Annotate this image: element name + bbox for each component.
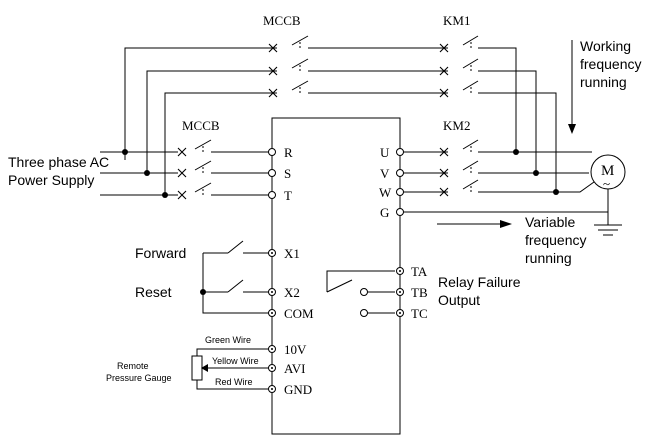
component-labels: MCCB KM1 MCCB KM2 R S T X1 X2 COM 10V AV…	[182, 13, 614, 397]
mccb-left-blade-1	[194, 139, 212, 150]
red-wire-label: Red Wire	[215, 377, 253, 387]
description-labels: Three phase AC Power Supply Working freq…	[8, 38, 641, 308]
terminal-v-label: V	[380, 166, 390, 181]
remote-gauge-label-2: Pressure Gauge	[106, 373, 172, 383]
terminal-s-label: S	[284, 166, 291, 181]
km1-out-1	[478, 47, 517, 152]
variable-arrow-head	[500, 220, 512, 228]
terminal-gnd-label: GND	[284, 382, 312, 397]
mccb-top-blade-1	[291, 35, 309, 46]
bypass-wire-r	[124, 47, 277, 160]
mccb-top-blade-2	[291, 58, 309, 69]
terminal-u-label: U	[380, 145, 390, 160]
terminal-tc-label: TC	[411, 306, 428, 321]
km1-blade-2	[462, 58, 479, 69]
x-marks	[177, 43, 449, 200]
bypass-wire-t	[164, 92, 277, 195]
yellow-arrow-head	[201, 364, 208, 372]
working-label-2: frequency	[580, 56, 641, 72]
forward-label: Forward	[135, 245, 186, 261]
km1-blade-1	[462, 35, 479, 46]
terminal-g-label: G	[380, 205, 389, 220]
arrow-heads	[201, 124, 576, 372]
km1-label: KM1	[443, 13, 470, 28]
terminal-10v-label: 10V	[284, 342, 307, 357]
terminal-tb-label: TB	[411, 285, 428, 300]
terminal-com-label: COM	[284, 306, 314, 321]
power-supply-line2: Power Supply	[8, 172, 94, 188]
green-wire-label: Green Wire	[205, 335, 251, 345]
potentiometer	[191, 355, 203, 381]
motor-ac-symbol: ~	[603, 176, 610, 191]
terminal-ta-label: TA	[411, 264, 428, 279]
working-arrow-head	[568, 124, 576, 134]
relay-ta-wire	[326, 270, 395, 292]
relay-contact	[326, 279, 353, 293]
terminal-x2-label: X2	[284, 285, 300, 300]
junction-dots	[122, 149, 559, 295]
mccb-left-blade-3	[194, 182, 212, 193]
km1-out-3	[478, 92, 557, 190]
mccb-top-label: MCCB	[263, 13, 301, 28]
variable-label-3: running	[525, 250, 572, 266]
ground-symbol	[594, 224, 622, 236]
relay-label-1: Relay Failure	[438, 274, 521, 290]
reset-label: Reset	[135, 284, 172, 300]
terminal-centers	[271, 252, 401, 390]
remote-gauge-label-1: Remote	[117, 361, 149, 371]
forward-switch	[227, 240, 244, 254]
working-label-1: Working	[580, 38, 631, 54]
red-wire	[196, 380, 269, 390]
green-wire	[196, 348, 269, 356]
relay-label-2: Output	[438, 292, 480, 308]
power-supply-line1: Three phase AC	[8, 154, 109, 170]
km1-out-2	[478, 70, 537, 173]
reset-switch	[227, 279, 244, 293]
variable-label-1: Variable	[525, 214, 576, 230]
terminal-t-label: T	[284, 188, 292, 203]
working-label-3: running	[580, 74, 627, 90]
terminal-x1-label: X1	[284, 246, 300, 261]
motor-label: M	[601, 163, 614, 179]
mccb-left-blade-2	[194, 160, 212, 171]
yellow-wire-label: Yellow Wire	[212, 356, 259, 366]
km2-blade-2	[462, 160, 479, 171]
bypass-wire-s	[146, 70, 277, 173]
inverter-box	[271, 117, 401, 435]
terminal-r-label: R	[284, 145, 293, 160]
terminal-avi-label: AVI	[284, 361, 305, 376]
mccb-left-label: MCCB	[182, 118, 220, 133]
line-km2-motor-3	[478, 181, 595, 193]
wire-labels: Green Wire Yellow Wire Red Wire Remote P…	[106, 335, 259, 387]
km1-blade-3	[462, 80, 479, 91]
variable-label-2: frequency	[525, 232, 586, 248]
km2-blade-1	[462, 139, 479, 150]
terminal-w-label: W	[379, 185, 392, 200]
km2-label: KM2	[443, 118, 470, 133]
com-wire	[202, 253, 269, 314]
mccb-top-blade-3	[291, 80, 309, 91]
km2-blade-3	[462, 179, 479, 190]
